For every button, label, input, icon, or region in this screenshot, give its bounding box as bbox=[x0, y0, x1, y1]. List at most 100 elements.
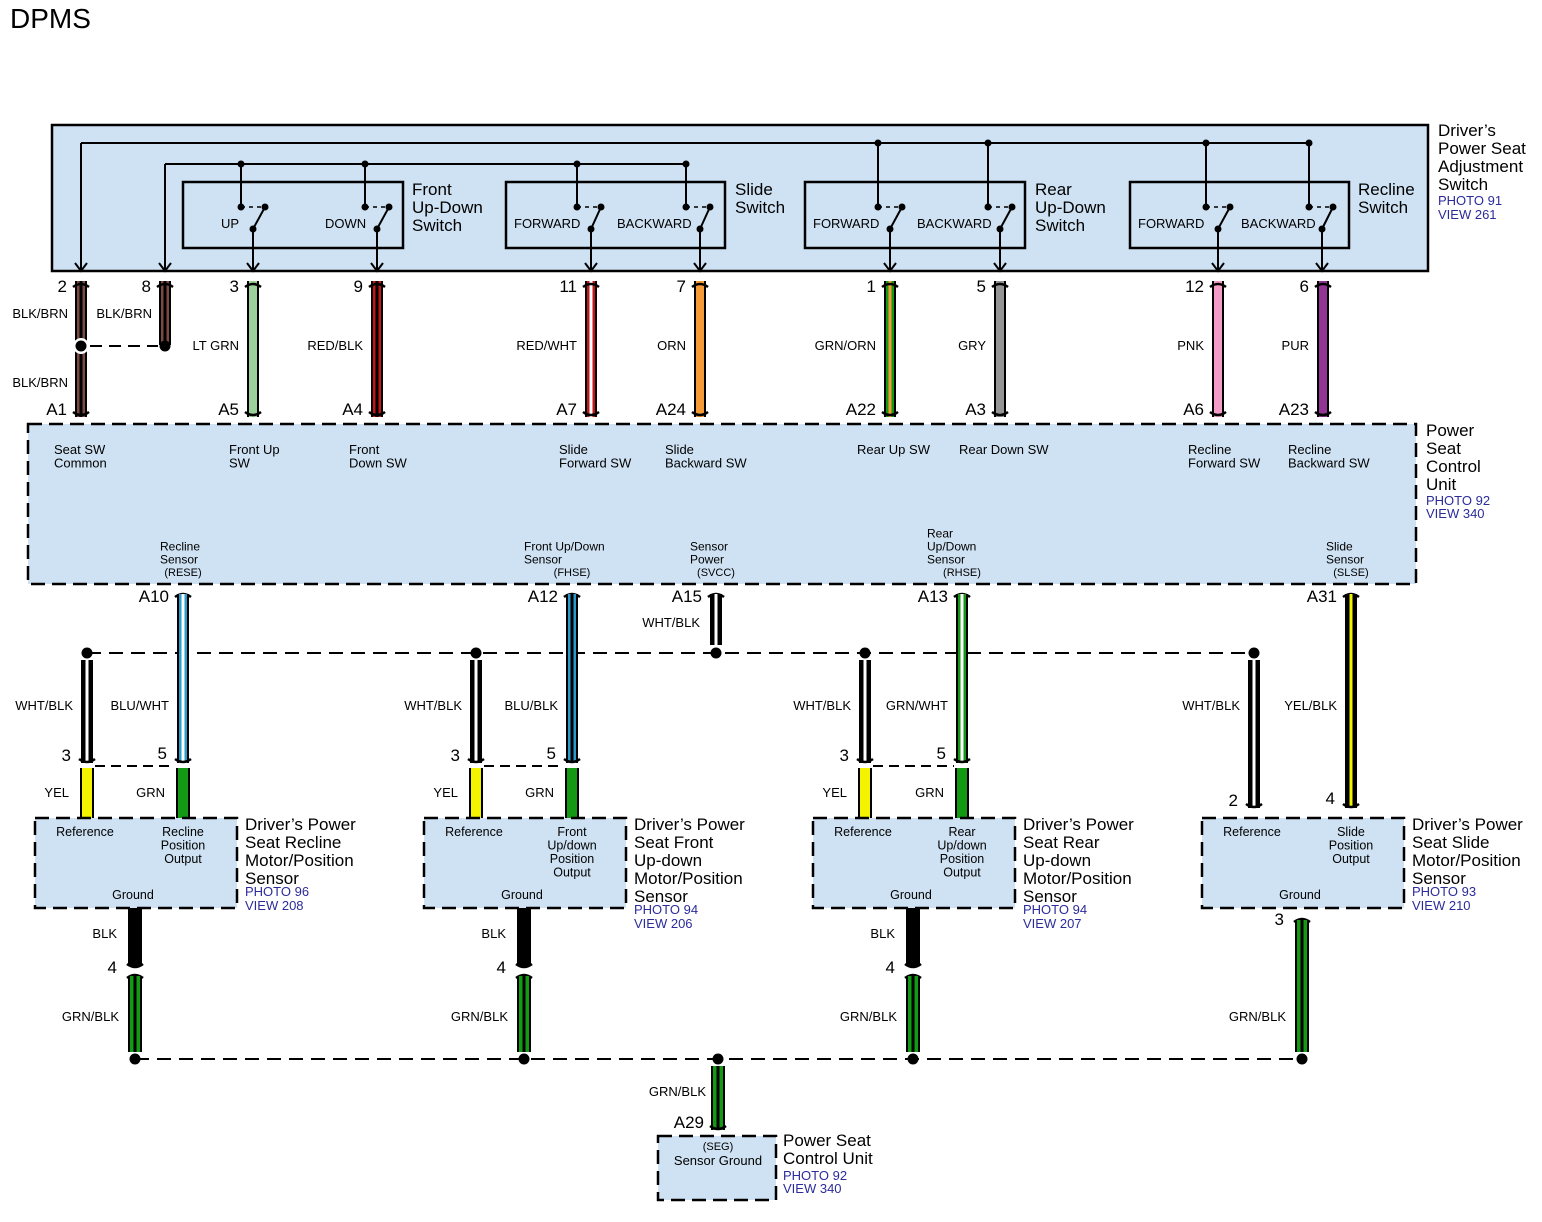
wire-color-label: YEL/BLK bbox=[1284, 698, 1337, 713]
sensor-reference-label: Reference bbox=[56, 825, 114, 839]
wire-stripe bbox=[85, 660, 89, 763]
switch-pin-number: 1 bbox=[867, 277, 876, 296]
wire-color-label: GRN/ORN bbox=[815, 338, 876, 353]
wire-color-label: YEL bbox=[433, 785, 458, 800]
switch-pin-number: 5 bbox=[977, 277, 986, 296]
wire-color-label: GRN/BLK bbox=[649, 1084, 706, 1099]
wire-stripe bbox=[960, 594, 964, 763]
sensor-terminal-code: (RESE) bbox=[164, 567, 201, 579]
terminal-description: Common bbox=[54, 456, 107, 471]
sensor-reference-label: Reference bbox=[834, 825, 892, 839]
connector-cap bbox=[1245, 802, 1263, 809]
switch-position-label: BACKWARD bbox=[1241, 216, 1316, 231]
connector-cap bbox=[991, 410, 1009, 417]
ecu-title: Unit bbox=[1426, 475, 1457, 494]
sensor-output-label: Rear bbox=[948, 825, 975, 839]
signal-wire bbox=[177, 594, 189, 763]
terminal-description: Seat SW bbox=[54, 442, 106, 457]
sensor-terminal-label: Front Up/Down bbox=[524, 540, 605, 554]
sensor-title: Seat Slide bbox=[1412, 833, 1490, 852]
terminal-description: Slide bbox=[665, 442, 694, 457]
connector-cap bbox=[467, 757, 485, 764]
sensor-pin-number: 5 bbox=[547, 744, 556, 763]
connector-cap bbox=[904, 962, 922, 969]
sub-switch-title: Switch bbox=[412, 216, 462, 235]
sensor-title: Sensor bbox=[1412, 869, 1466, 888]
sensor-title: Motor/Position bbox=[634, 869, 743, 888]
view-link: VIEW 206 bbox=[634, 916, 693, 931]
ground-harness-wire bbox=[128, 976, 142, 1052]
connector-cap bbox=[953, 757, 971, 764]
sensor-ground-title: Control Unit bbox=[783, 1149, 873, 1168]
wire-color-label: BLK bbox=[870, 926, 895, 941]
sensor-output-label: Position bbox=[161, 839, 206, 853]
sensor-pin-number: 4 bbox=[108, 958, 117, 977]
pigtail-wire bbox=[858, 768, 872, 818]
wire-color-label: GRN/BLK bbox=[451, 1009, 508, 1024]
sensor-title: Driver’s Power bbox=[634, 815, 745, 834]
view-link: VIEW 261 bbox=[1438, 207, 1497, 222]
wire-color-label: BLK bbox=[92, 926, 117, 941]
ecu-pin-number: A15 bbox=[672, 587, 702, 606]
ecu-pin-number: A10 bbox=[139, 587, 169, 606]
splice-dot bbox=[710, 647, 722, 659]
photo-link: PHOTO 92 bbox=[1426, 493, 1490, 508]
sensor-terminal-label: Slide bbox=[1326, 540, 1353, 554]
ground-harness-wire bbox=[517, 976, 531, 1052]
wire-color-label: WHT/BLK bbox=[793, 698, 851, 713]
wire-stripe bbox=[1349, 594, 1353, 808]
sensor-title: Motor/Position bbox=[1412, 851, 1521, 870]
wire-stripe bbox=[716, 1066, 720, 1130]
ecu-pin-number: A7 bbox=[556, 400, 577, 419]
signal-wire bbox=[566, 594, 578, 763]
wire-stripe bbox=[911, 976, 915, 1052]
reference-wire bbox=[470, 660, 482, 763]
wire-fill bbox=[82, 768, 92, 818]
sensor-pin-number: 5 bbox=[158, 744, 167, 763]
sensor-title: Motor/Position bbox=[1023, 869, 1132, 888]
switch-blade bbox=[999, 206, 1013, 230]
reference-wire bbox=[81, 660, 93, 763]
ecu-title: Seat bbox=[1426, 439, 1461, 458]
sub-switch-box bbox=[504, 180, 727, 250]
connector-cap bbox=[515, 962, 533, 969]
wire-fill bbox=[996, 281, 1004, 417]
sub-switch-box bbox=[803, 180, 1027, 250]
ecu-pin-number: A13 bbox=[918, 587, 948, 606]
terminal-description: Backward SW bbox=[1288, 456, 1370, 471]
sub-switch-title: Switch bbox=[735, 198, 785, 217]
ground-wire bbox=[517, 908, 531, 966]
sensor-ground-title: Power Seat bbox=[783, 1131, 871, 1150]
switch-pin-number: 11 bbox=[559, 277, 577, 296]
adjustment-switch-title: Power Seat bbox=[1438, 139, 1526, 158]
wire-color-label: WHT/BLK bbox=[1182, 698, 1240, 713]
wire-color-label: YEL bbox=[44, 785, 69, 800]
sensor-output-label: Position bbox=[550, 852, 595, 866]
sensor-title: Up-down bbox=[634, 851, 702, 870]
wire-color-label: WHT/BLK bbox=[404, 698, 462, 713]
connector-cap bbox=[244, 282, 262, 289]
terminal-description: Recline bbox=[1288, 442, 1331, 457]
switch-position-label: BACKWARD bbox=[617, 216, 692, 231]
switch-pin-number: 2 bbox=[58, 277, 67, 296]
switch-pin-number: 12 bbox=[1185, 277, 1204, 296]
wire-fill bbox=[249, 281, 257, 417]
wire-fill bbox=[957, 768, 967, 818]
wire-stripe bbox=[474, 660, 478, 763]
terminal-description: Front Up bbox=[229, 442, 280, 457]
splice-dot bbox=[470, 647, 482, 659]
wire-color-label: ORN bbox=[657, 338, 686, 353]
pigtail-wire bbox=[469, 768, 483, 818]
sensor-title: Motor/Position bbox=[245, 851, 354, 870]
wire-color-label: BLK/BRN bbox=[12, 306, 68, 321]
connector-cap bbox=[709, 1124, 727, 1131]
wire-fill bbox=[696, 281, 704, 417]
connector-cap bbox=[72, 282, 90, 289]
photo-link: PHOTO 96 bbox=[245, 884, 309, 899]
switch-pin-number: 3 bbox=[230, 277, 239, 296]
sensor-box bbox=[422, 816, 628, 910]
view-link: VIEW 207 bbox=[1023, 916, 1082, 931]
reference-wire bbox=[859, 660, 871, 763]
terminal-description: Forward SW bbox=[559, 456, 632, 471]
pigtail-wire bbox=[955, 768, 969, 818]
